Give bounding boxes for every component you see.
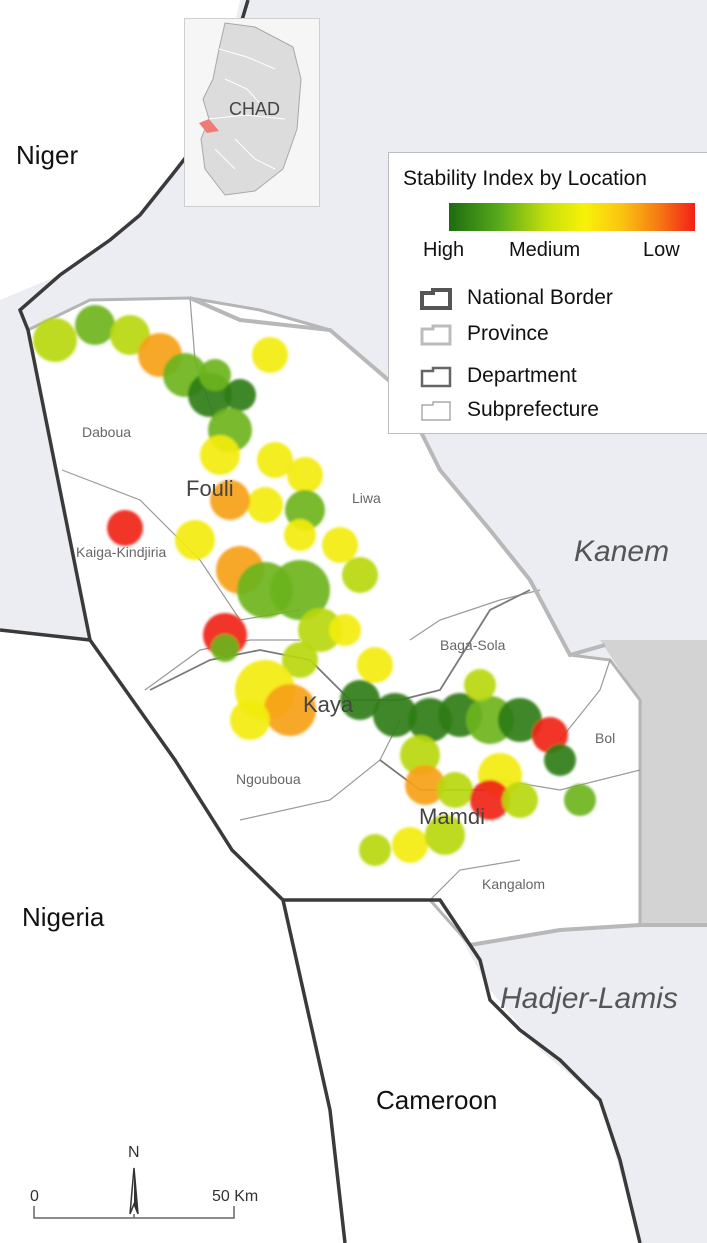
stability-hotspot — [75, 305, 115, 345]
north-label: N — [128, 1144, 140, 1161]
province-label-kanem: Kanem — [574, 535, 670, 568]
department-label-mamdi: Mamdi — [419, 804, 486, 829]
nigeria-area — [0, 630, 350, 1243]
stability-hotspot — [502, 782, 538, 818]
stability-hotspot — [564, 784, 596, 816]
stability-hotspot — [405, 765, 445, 805]
ramp-label-low: Low — [643, 239, 680, 261]
stability-hotspot — [342, 557, 378, 593]
subprefecture-label-daboua: Daboua — [82, 424, 132, 440]
stability-hotspot — [322, 527, 358, 563]
stability-hotspot — [359, 834, 391, 866]
country-label-nigeria: Nigeria — [22, 902, 105, 932]
stability-hotspot — [230, 700, 270, 740]
stability-hotspot — [373, 693, 417, 737]
stability-hotspot — [211, 634, 239, 662]
north-arrow-icon — [129, 1167, 139, 1215]
stability-hotspot — [470, 780, 510, 820]
stability-hotspot — [175, 520, 215, 560]
study-area-marker — [199, 119, 219, 133]
stability-hotspot — [298, 608, 342, 652]
stability-hotspot — [199, 359, 231, 391]
country-label-cameroon: Cameroon — [376, 1085, 498, 1115]
stability-hotspot — [498, 698, 542, 742]
country-label-niger: Niger — [16, 140, 79, 170]
scale-end-label: 50 Km — [212, 1188, 259, 1205]
scale-bar: N 0 50 Km — [26, 1144, 286, 1228]
stability-hotspot — [282, 642, 318, 678]
stability-hotspot — [284, 519, 316, 551]
stability-hotspot — [33, 318, 77, 362]
subprefecture-symbol — [421, 401, 451, 421]
legend-label-national-border: National Border — [467, 286, 613, 309]
legend-title: Stability Index by Location — [403, 167, 647, 190]
stability-hotspot — [544, 744, 576, 776]
stability-hotspot — [532, 717, 568, 753]
lake-area — [600, 640, 707, 925]
ramp-label-high: High — [423, 239, 465, 261]
province-label-hadjer-lamis: Hadjer-Lamis — [500, 982, 678, 1015]
stability-hotspot — [257, 442, 293, 478]
stability-hotspot — [287, 457, 323, 493]
national-border-symbol — [420, 288, 452, 310]
stability-color-ramp — [449, 203, 695, 231]
stability-hotspot — [110, 315, 150, 355]
subprefecture-label-kangalom: Kangalom — [482, 876, 546, 892]
subprefecture-label-bol: Bol — [595, 730, 616, 746]
niger-area — [0, 0, 240, 300]
province-symbol — [420, 324, 452, 346]
stability-hotspot — [210, 480, 250, 520]
inset-label-chad: CHAD — [229, 99, 281, 119]
department-label-kaya: Kaya — [303, 692, 354, 717]
stability-hotspot — [247, 487, 283, 523]
scale-start-label: 0 — [30, 1188, 39, 1205]
stability-hotspot — [340, 680, 380, 720]
stability-hotspot — [224, 379, 256, 411]
legend-label-subprefecture: Subprefecture — [467, 398, 599, 421]
stability-hotspot — [464, 669, 496, 701]
stability-hotspot — [264, 684, 316, 736]
subprefecture-label-baga-sola: Baga-Sola — [440, 637, 506, 653]
stability-hotspot — [200, 435, 240, 475]
stability-hotspot — [400, 735, 440, 775]
stability-hotspots — [33, 305, 596, 866]
legend-label-department: Department — [467, 364, 577, 387]
subprefecture-label-ngouboua: Ngouboua — [236, 771, 301, 787]
cameroon-area — [283, 900, 640, 1243]
stability-hotspot — [357, 647, 393, 683]
stability-hotspot — [437, 772, 473, 808]
stability-hotspot — [425, 815, 465, 855]
stability-hotspot — [107, 510, 143, 546]
department-label-fouli: Fouli — [186, 476, 234, 501]
ramp-label-medium: Medium — [509, 239, 581, 261]
inset-locator-map: CHAD — [184, 18, 320, 207]
subprefecture-label-liwa: Liwa — [352, 490, 381, 506]
stability-hotspot — [329, 614, 361, 646]
province-boundaries — [189, 296, 707, 947]
legend-label-province: Province — [467, 322, 549, 345]
stability-hotspot — [252, 337, 288, 373]
map-legend: Stability Index by Location High Medium … — [388, 152, 707, 434]
subprefecture-label-kaiga-kindjiria: Kaiga-Kindjiria — [76, 544, 167, 560]
scale-bar-graphic — [33, 1167, 235, 1219]
stability-hotspot — [270, 560, 330, 620]
stability-hotspot — [392, 827, 428, 863]
department-symbol — [420, 366, 452, 388]
chad-outline — [199, 22, 302, 196]
